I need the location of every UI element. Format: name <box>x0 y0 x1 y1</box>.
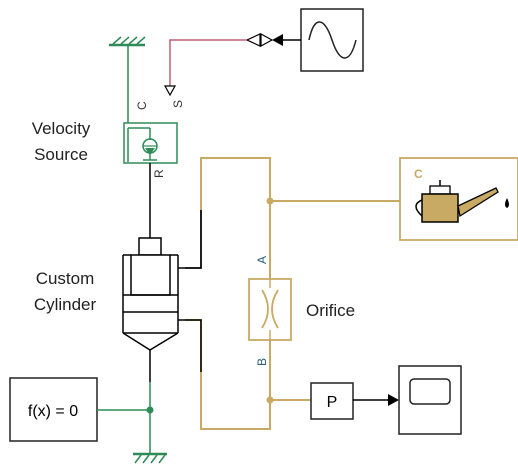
s-port-arrow-icon <box>163 85 177 97</box>
solver-config-label: f(x) = 0 <box>28 403 78 420</box>
mechanical-reference-top[interactable] <box>109 36 146 47</box>
junction-dot <box>266 396 274 404</box>
junction-dot <box>266 197 274 205</box>
orifice-name: Orifice <box>306 301 356 320</box>
hydraulic-line-cylinder-lower-black <box>185 319 202 372</box>
velocity-source-name-line1: Velocity <box>31 119 91 138</box>
velocity-source-name-line2: Source <box>34 145 88 164</box>
hydraulic-fluid-block[interactable] <box>399 157 518 241</box>
velocity-source-port-s: S <box>171 100 185 108</box>
ps-converter[interactable] <box>245 32 274 48</box>
custom-cylinder-name-line2: Cylinder <box>33 295 97 314</box>
velocity-source-port-r: R <box>152 169 166 178</box>
orifice-port-a: A <box>255 256 269 264</box>
sine-wave-icon <box>308 21 357 59</box>
pressure-sensor-label: P <box>327 394 338 411</box>
velocity-source-block[interactable] <box>123 122 178 164</box>
orifice-block[interactable] <box>248 278 292 341</box>
fluid-port-c: C <box>414 167 423 181</box>
junction-dot <box>146 406 154 414</box>
sine-signal-line <box>272 34 301 46</box>
custom-cylinder-block[interactable] <box>122 237 185 351</box>
pressure-sensor-block[interactable] <box>310 382 354 420</box>
hydraulic-line-cylinder-upper <box>185 210 202 269</box>
custom-cylinder-name-line1: Custom <box>35 269 95 288</box>
scope-arrow-icon <box>388 394 399 406</box>
mechanical-reference-bottom[interactable] <box>133 452 167 464</box>
orifice-port-b: B <box>255 358 269 366</box>
oil-can-icon <box>421 193 459 223</box>
scope-block[interactable] <box>398 365 462 435</box>
velocity-source-port-c: C <box>135 101 149 110</box>
solver-config-block[interactable] <box>9 377 98 442</box>
physical-signal-line <box>169 39 247 86</box>
hydraulic-line-overlay-a <box>200 157 271 279</box>
scope-screen-icon <box>409 378 451 405</box>
orifice-icon <box>261 289 269 329</box>
custom-cylinder-name: Custom Cylinder <box>10 266 120 318</box>
velocity-source-name: Velocity Source <box>6 116 116 168</box>
sine-wave-block[interactable] <box>300 8 364 72</box>
